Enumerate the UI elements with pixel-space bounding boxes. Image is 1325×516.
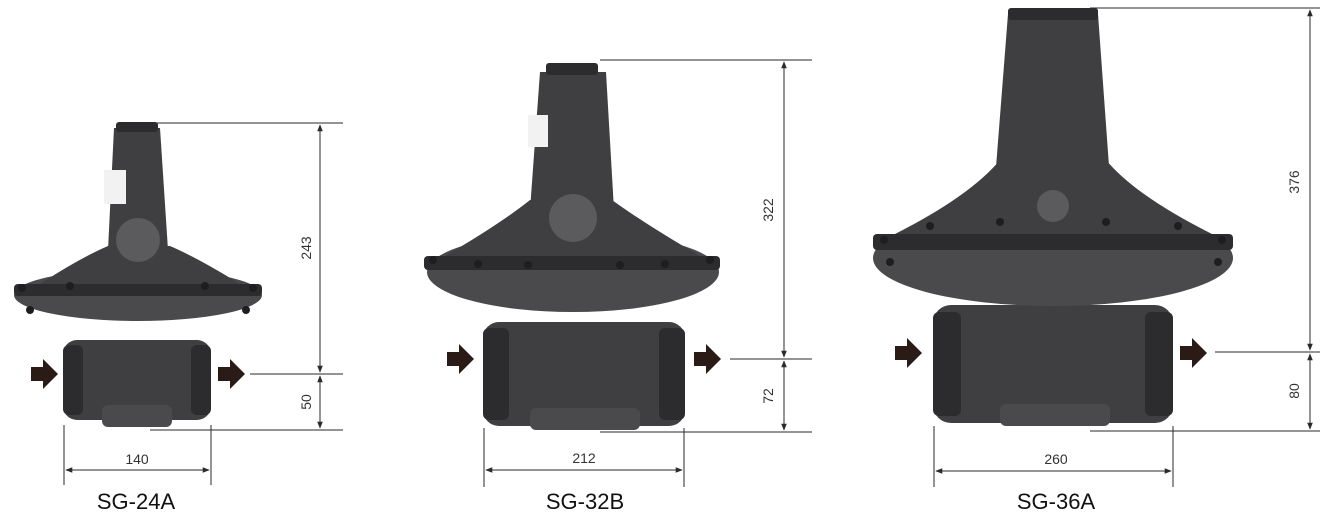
flow-arrow-icon <box>1180 338 1207 368</box>
upper-height-label: 376 <box>1286 170 1302 194</box>
model-name: SG-24A <box>97 489 176 514</box>
model-name: SG-36A <box>1017 489 1096 514</box>
lower-height-label: 72 <box>760 388 776 404</box>
regulator-illustration <box>424 63 720 430</box>
flow-arrow-icon <box>694 344 721 374</box>
dimension-lines-sg-24a <box>63 122 343 485</box>
upper-height-label: 243 <box>298 236 314 260</box>
regulator-sg-24a: 243 50 140 SG-24A <box>14 122 343 514</box>
regulator-illustration <box>873 8 1233 426</box>
lower-height-label: 80 <box>1286 383 1302 399</box>
model-name: SG-32B <box>546 489 624 514</box>
lower-height-label: 50 <box>298 394 314 410</box>
width-label: 260 <box>1044 451 1068 467</box>
regulator-sg-36a: 376 80 260 SG-36A <box>873 7 1320 514</box>
width-label: 140 <box>125 451 149 467</box>
flow-arrow-icon <box>31 359 58 389</box>
upper-height-label: 322 <box>760 198 776 222</box>
dimension-lines-sg-36a <box>933 7 1320 487</box>
flow-arrow-icon <box>895 338 922 368</box>
regulator-sg-32b: 322 72 212 SG-32B <box>424 59 812 514</box>
dimension-lines-sg-32b <box>483 59 812 487</box>
flow-arrow-icon <box>447 344 474 374</box>
flow-arrow-icon <box>218 359 245 389</box>
width-label: 212 <box>572 450 596 466</box>
regulator-illustration <box>14 122 262 427</box>
